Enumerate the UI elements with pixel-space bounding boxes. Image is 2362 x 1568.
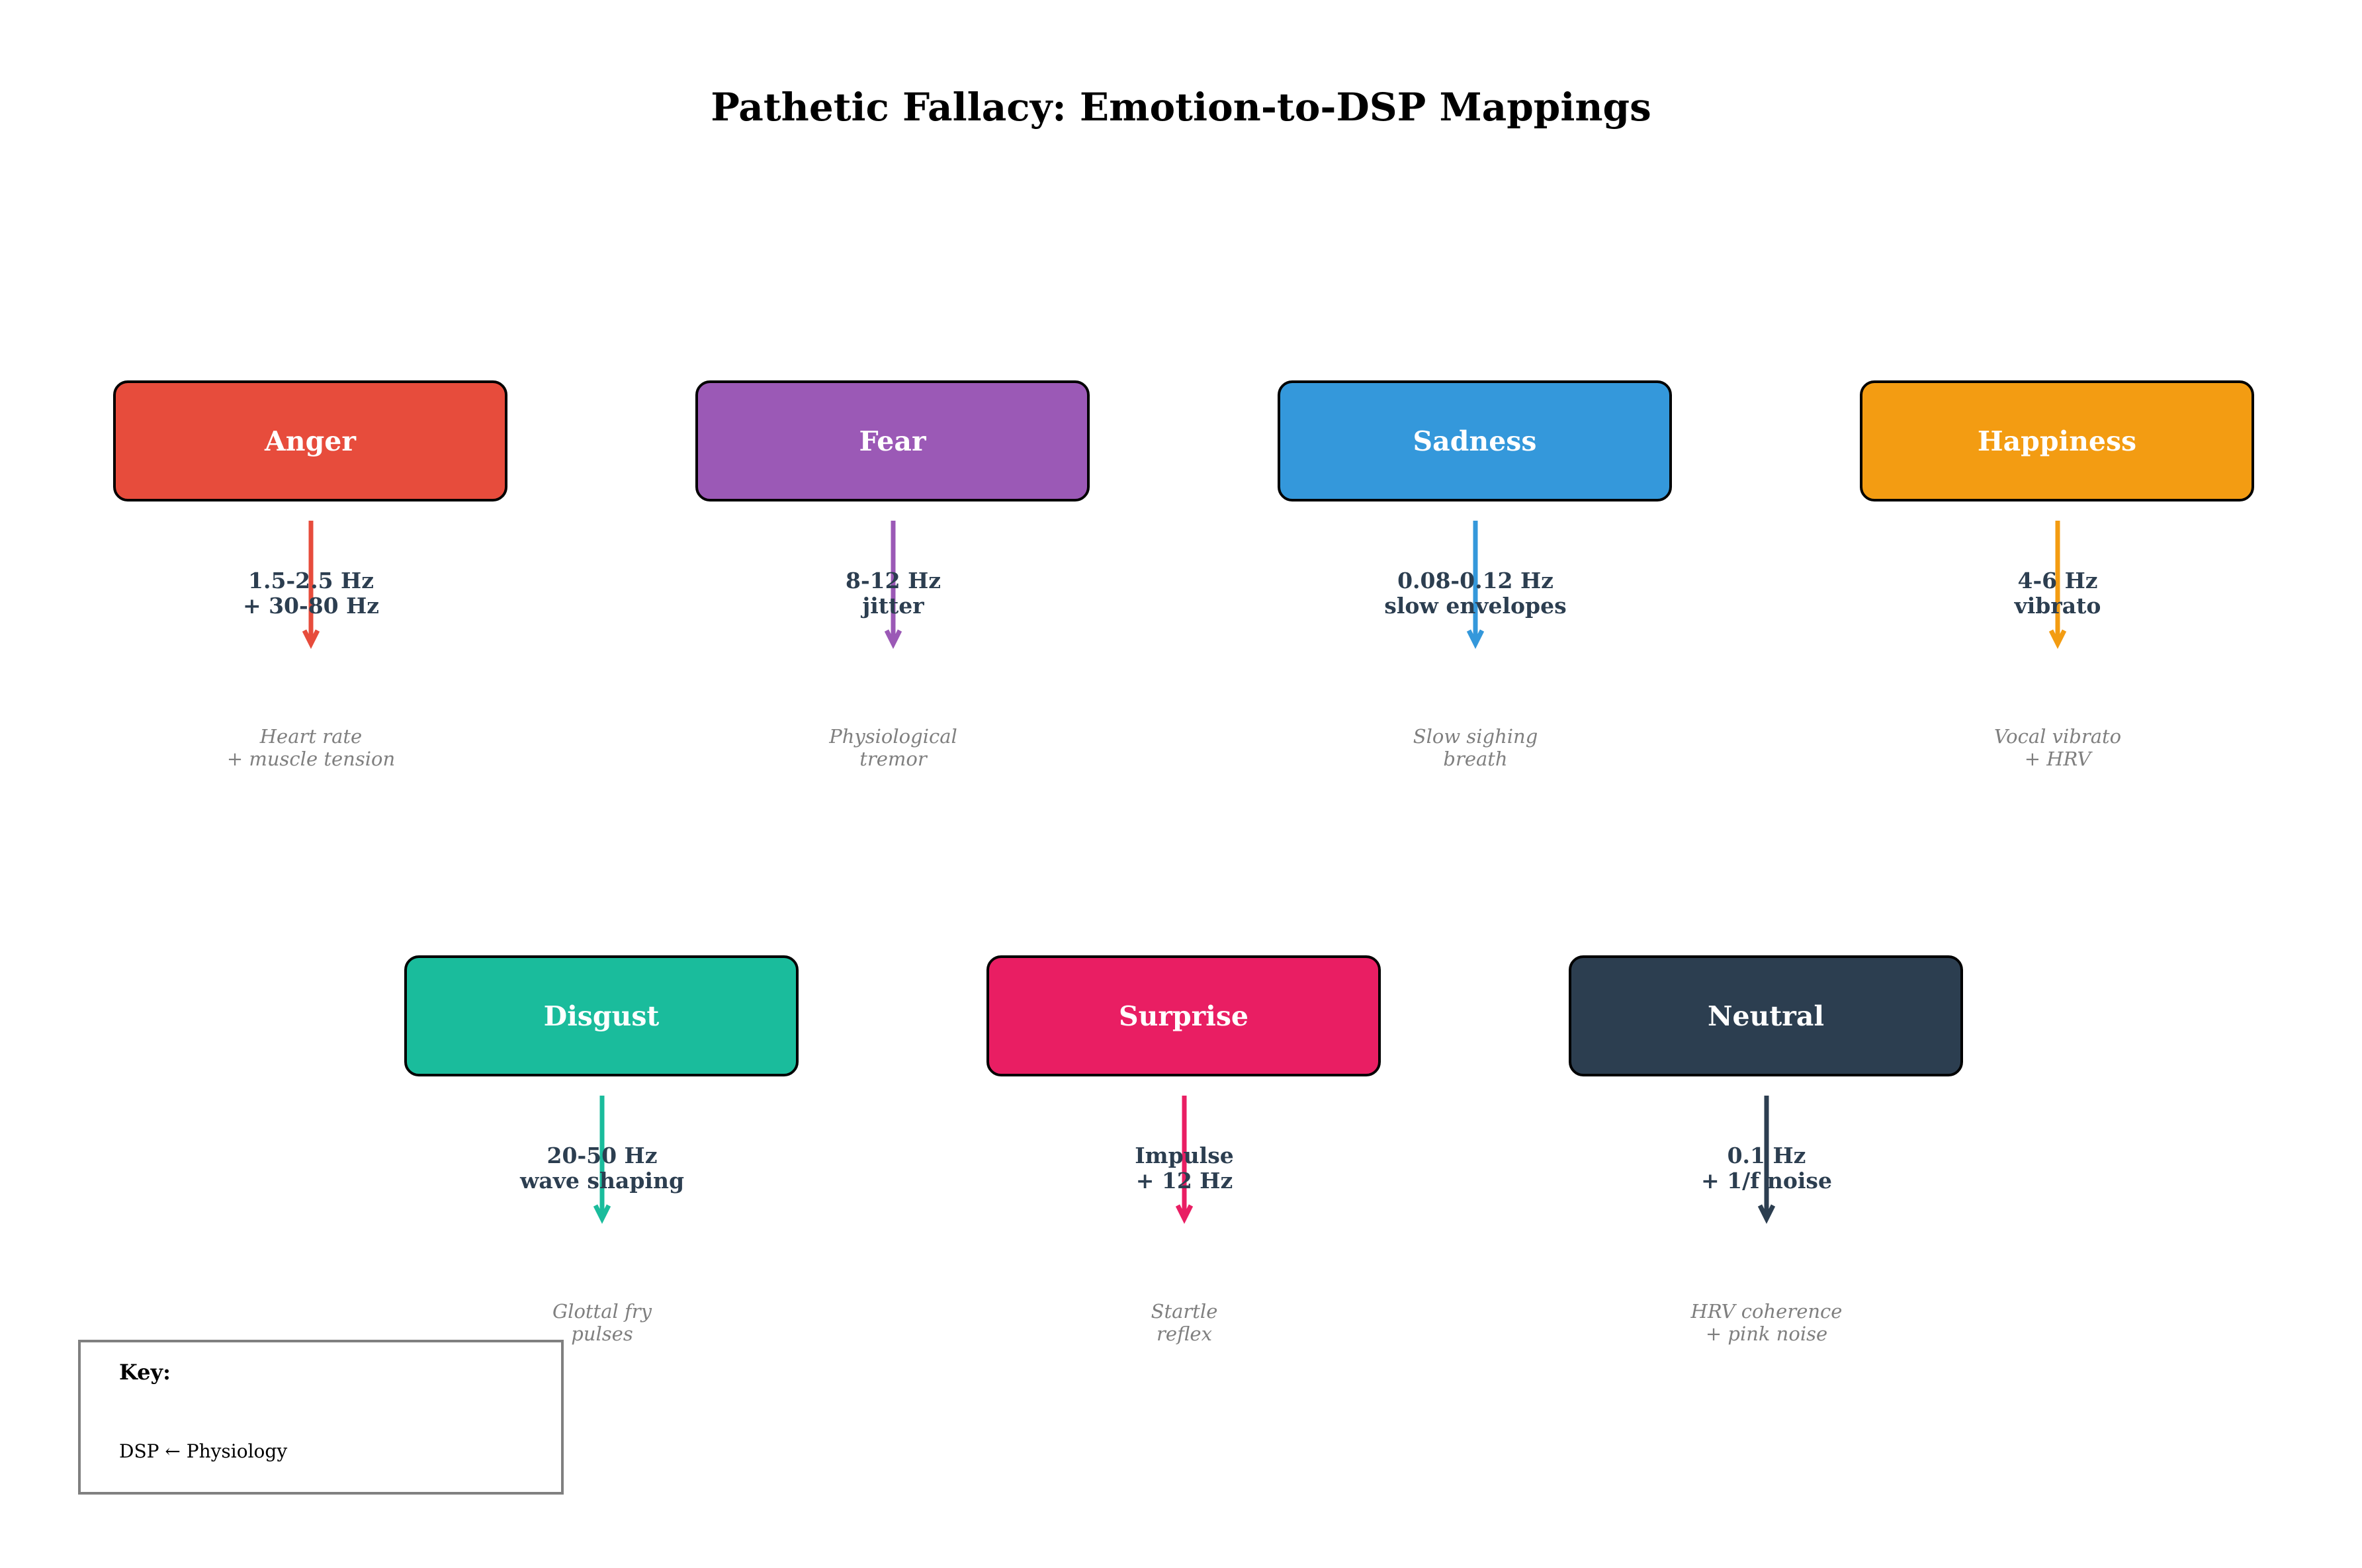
physio-line-1: Heart rate xyxy=(259,725,363,748)
physio-line-2: breath xyxy=(1443,748,1508,770)
physio-line-1: Physiological xyxy=(829,725,957,748)
key-legend: Key: DSP ← Physiology xyxy=(78,1340,564,1495)
dsp-frequency-neutral: 0.1 Hz + 1/f noise xyxy=(1568,1143,1965,1194)
dsp-frequency-fear: 8-12 Hz jitter xyxy=(695,568,1092,619)
physiology-sadness: Slow sighing breath xyxy=(1277,725,1674,770)
dsp-line-2: + 12 Hz xyxy=(1135,1168,1233,1194)
physio-line-2: tremor xyxy=(859,748,927,770)
physio-line-1: Startle xyxy=(1151,1300,1218,1323)
emotion-box-neutral: Neutral xyxy=(1569,955,1963,1076)
physio-line-1: HRV coherence xyxy=(1690,1300,1843,1323)
physio-line-1: Glottal fry xyxy=(552,1300,652,1323)
dsp-line-2: jitter xyxy=(862,593,924,619)
physio-line-1: Slow sighing xyxy=(1413,725,1538,748)
emotion-box-surprise: Surprise xyxy=(986,955,1381,1076)
key-text: DSP ← Physiology xyxy=(119,1440,288,1462)
dsp-frequency-anger: 1.5-2.5 Hz + 30-80 Hz xyxy=(112,568,509,619)
dsp-line-2: wave shaping xyxy=(519,1168,685,1194)
physio-line-2: + HRV xyxy=(2024,748,2091,770)
arrow-anger xyxy=(302,521,320,649)
arrow-neutral xyxy=(1757,1096,1776,1224)
physiology-surprise: Startle reflex xyxy=(986,1300,1383,1345)
physio-line-2: reflex xyxy=(1157,1323,1212,1345)
diagram-title: Pathetic Fallacy: Emotion-to-DSP Mapping… xyxy=(711,85,1651,130)
dsp-line-1: 1.5-2.5 Hz xyxy=(248,568,374,593)
arrow-sadness xyxy=(1466,521,1485,649)
dsp-line-1: 0.08-0.12 Hz xyxy=(1397,568,1553,593)
emotion-box-happiness: Happiness xyxy=(1860,380,2254,501)
dsp-line-2: slow envelopes xyxy=(1384,593,1567,619)
physiology-anger: Heart rate + muscle tension xyxy=(112,725,509,770)
physiology-happiness: Vocal vibrato + HRV xyxy=(1859,725,2256,770)
dsp-line-2: + 30-80 Hz xyxy=(242,593,380,619)
arrow-disgust xyxy=(593,1096,611,1224)
dsp-line-1: 4-6 Hz xyxy=(2017,568,2098,593)
arrow-surprise xyxy=(1175,1096,1194,1224)
arrow-fear xyxy=(884,521,902,649)
dsp-line-1: 8-12 Hz xyxy=(846,568,941,593)
emotion-box-sadness: Sadness xyxy=(1278,380,1672,501)
dsp-frequency-disgust: 20-50 Hz wave shaping xyxy=(404,1143,801,1194)
key-title: Key: xyxy=(119,1360,171,1385)
physiology-neutral: HRV coherence + pink noise xyxy=(1568,1300,1965,1345)
physio-line-1: Vocal vibrato xyxy=(1993,725,2122,748)
dsp-line-1: 20-50 Hz xyxy=(547,1143,658,1168)
physio-line-2: + pink noise xyxy=(1705,1323,1828,1345)
dsp-frequency-happiness: 4-6 Hz vibrato xyxy=(1859,568,2256,619)
physio-line-2: + muscle tension xyxy=(226,748,396,770)
emotion-box-anger: Anger xyxy=(113,380,507,501)
arrow-happiness xyxy=(2048,521,2067,649)
emotion-box-disgust: Disgust xyxy=(404,955,799,1076)
emotion-box-fear: Fear xyxy=(695,380,1090,501)
physiology-fear: Physiological tremor xyxy=(695,725,1092,770)
dsp-frequency-surprise: Impulse + 12 Hz xyxy=(986,1143,1383,1194)
dsp-frequency-sadness: 0.08-0.12 Hz slow envelopes xyxy=(1277,568,1674,619)
dsp-line-1: 0.1 Hz xyxy=(1727,1143,1806,1168)
dsp-line-2: + 1/f noise xyxy=(1701,1168,1832,1194)
dsp-line-2: vibrato xyxy=(2014,593,2101,619)
physiology-disgust: Glottal fry pulses xyxy=(404,1300,801,1345)
physio-line-2: pulses xyxy=(571,1323,633,1345)
dsp-line-1: Impulse xyxy=(1135,1143,1234,1168)
